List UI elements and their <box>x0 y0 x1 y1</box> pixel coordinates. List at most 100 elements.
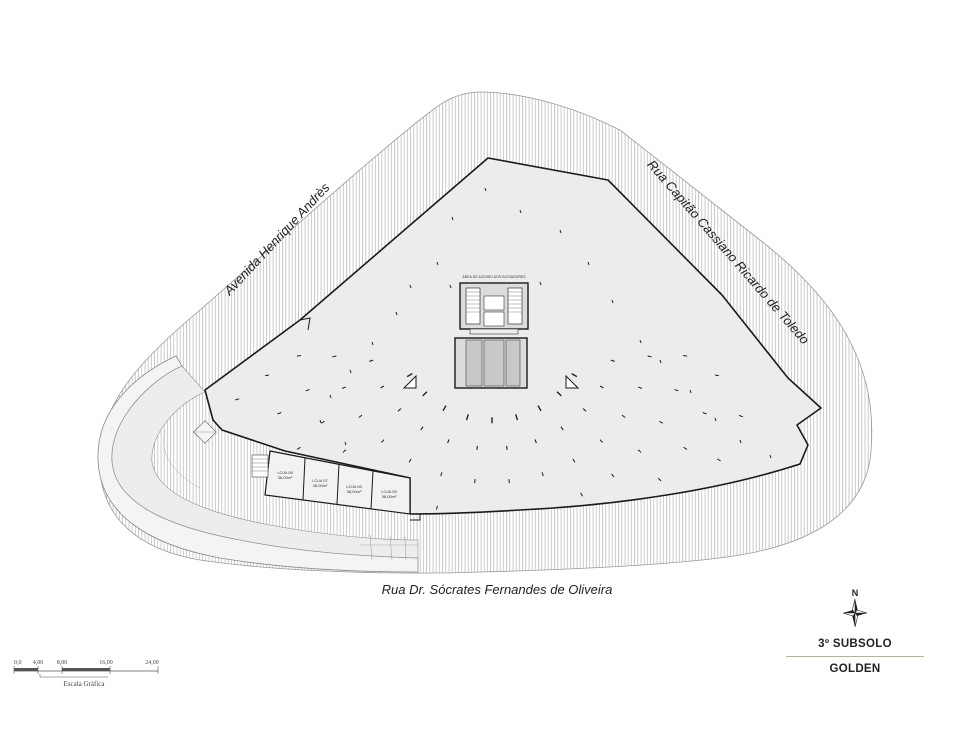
parking-marker <box>506 445 508 450</box>
scale-tick: 0,0 <box>14 660 22 666</box>
parking-marker <box>689 389 692 394</box>
parking-marker <box>580 492 583 497</box>
parking-marker <box>537 405 542 412</box>
title-block: 3º SUBSOLO GOLDEN <box>786 638 924 675</box>
parking-marker <box>436 261 439 266</box>
scale-tick: 4,00 <box>33 660 44 666</box>
level-label: 3º SUBSOLO <box>818 638 892 650</box>
parking-marker <box>556 391 562 397</box>
parking-marker <box>638 386 643 389</box>
parking-marker <box>621 414 626 418</box>
parking-marker <box>319 419 322 424</box>
parking-marker <box>440 472 443 477</box>
shop-area: 38,00m² <box>382 494 397 499</box>
parking-marker <box>683 446 688 450</box>
parking-marker <box>534 439 537 444</box>
shop-loja-08: LOJA 08 38,00m² <box>277 470 293 480</box>
parking-marker <box>476 445 478 450</box>
parking-marker <box>769 454 772 459</box>
parking-marker <box>406 372 413 378</box>
scale-tick: 24,00 <box>145 660 159 666</box>
shop-name: LOJA 07 <box>312 478 328 483</box>
parking-marker <box>320 420 325 424</box>
ventilation-shaft <box>193 420 217 444</box>
parking-marker <box>447 439 450 444</box>
parking-marker <box>449 284 452 289</box>
parking-marker <box>637 449 642 453</box>
parking-marker <box>371 341 374 346</box>
parking-marker <box>296 446 301 450</box>
building-core: ÁREA DE ACESSO AOS ELEVADORES <box>454 275 529 389</box>
parking-marker <box>395 311 398 316</box>
ramp-arrows <box>402 374 580 389</box>
parking-marker <box>369 359 374 362</box>
parking-marker <box>515 414 519 421</box>
parking-marker <box>305 389 310 392</box>
parking-marker <box>717 458 721 462</box>
parking-marker <box>582 408 587 412</box>
graphic-scale: 0,0 4,00 8,00 16,00 24,00 Escala Gráfica <box>13 660 159 688</box>
parking-marker <box>702 412 707 415</box>
shop-loja-07: LOJA 07 38,00m² <box>312 478 328 488</box>
parking-marker <box>683 355 688 357</box>
parking-marker <box>397 408 402 412</box>
parking-marker <box>560 426 564 431</box>
parking-marker <box>422 391 428 397</box>
parking-marker <box>465 414 469 421</box>
parking-marker <box>442 405 447 412</box>
parking-marker <box>738 414 744 418</box>
parking-marker <box>264 374 270 377</box>
parking-marker <box>659 420 664 424</box>
parking-marker <box>408 458 412 463</box>
shop-area: 38,00m² <box>278 475 293 480</box>
scale-tick: 8,00 <box>57 660 68 666</box>
parking-marker <box>572 458 576 463</box>
parking-marker <box>420 426 424 431</box>
shop-area: 38,00m² <box>313 483 328 488</box>
parking-marker <box>647 355 652 358</box>
parking-marker <box>611 299 614 304</box>
shop-name: LOJA 06 <box>346 484 362 489</box>
parking-marker <box>296 355 301 357</box>
north-arrow-icon <box>842 598 868 628</box>
parking-marker <box>610 359 615 362</box>
shop-loja-05: LOJA 05 38,00m² <box>381 489 397 499</box>
access-ramp <box>97 355 419 573</box>
project-label: GOLDEN <box>829 663 881 675</box>
parking-marker <box>409 284 412 289</box>
shop-name: LOJA 05 <box>381 489 397 494</box>
parking-marker <box>474 479 476 484</box>
parking-marker <box>674 389 679 392</box>
parking-marker <box>329 394 332 399</box>
parking-marker <box>344 441 347 446</box>
parking-marker <box>639 339 642 344</box>
parking-marker <box>508 479 510 484</box>
parking-marker <box>235 398 240 401</box>
north-label: N <box>852 588 859 598</box>
parking-marker <box>714 417 717 422</box>
parking-marker <box>519 209 522 214</box>
title-divider <box>786 656 924 657</box>
shop-name: LOJA 08 <box>277 470 293 475</box>
parking-marker <box>341 386 346 389</box>
shops: LOJA 08 38,00m² LOJA 07 38,00m² LOJA 06 … <box>251 450 411 515</box>
parking-marker <box>332 355 337 358</box>
parking-marker <box>381 439 385 443</box>
parking-marker <box>571 372 578 378</box>
street-rua-dr-socrates: Rua Dr. Sócrates Fernandes de Oliveira <box>382 582 613 597</box>
parking-marker <box>541 472 544 477</box>
parking-markers <box>235 187 772 510</box>
parking-marker <box>587 261 590 266</box>
parking-marker <box>659 359 662 364</box>
parking-marker <box>349 369 352 374</box>
parking-marker <box>484 187 487 192</box>
parking-marker <box>599 439 603 443</box>
shop-loja-06: LOJA 06 38,00m² <box>346 484 362 494</box>
parking-marker <box>611 473 615 478</box>
parking-marker <box>539 281 542 286</box>
scale-caption: Escala Gráfica <box>64 680 106 688</box>
parking-marker <box>435 505 438 510</box>
parking-marker <box>451 216 454 221</box>
parking-marker <box>342 449 347 453</box>
